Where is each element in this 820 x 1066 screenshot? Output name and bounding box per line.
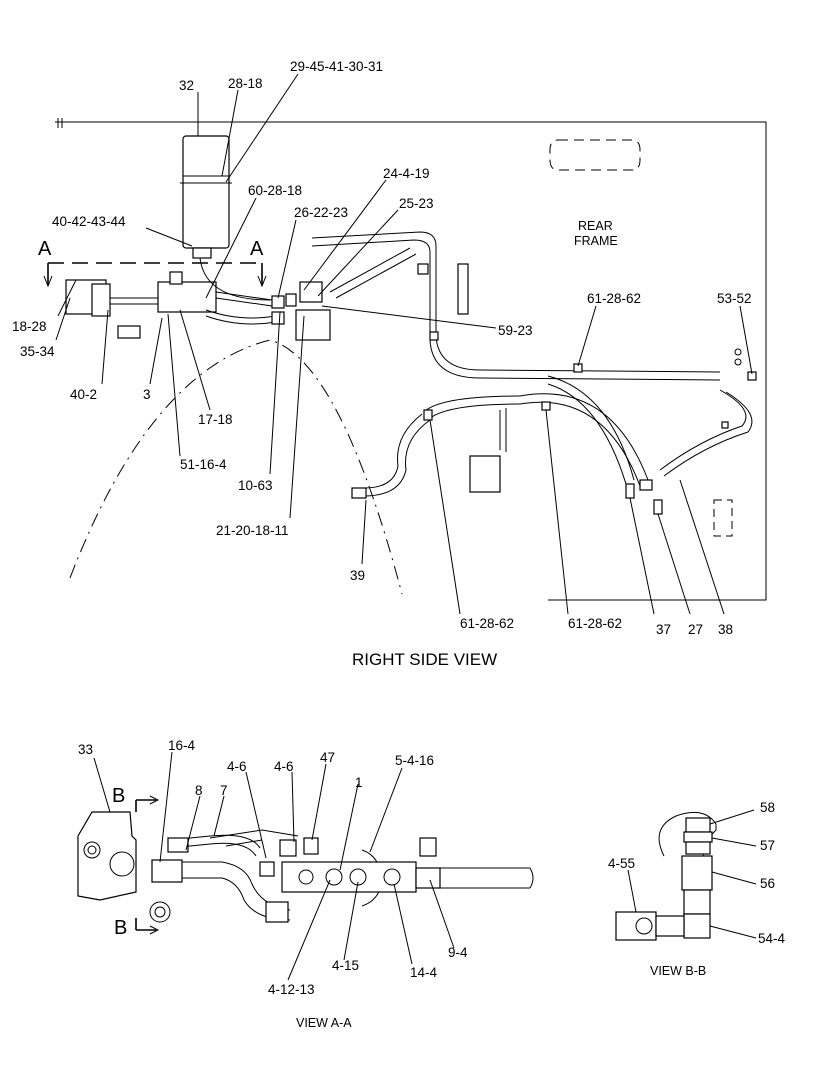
callout-3: 3 [143,387,151,402]
callout-4-12-13: 4-12-13 [268,982,315,997]
rear-frame-label-1: REAR [578,219,613,233]
callout-16-4: 16-4 [168,738,196,753]
callout-54-4: 54-4 [758,931,786,946]
callout-18-28: 18-28 [12,319,47,334]
callout-37: 37 [656,622,671,637]
view-aa-title: VIEW A-A [296,1016,352,1030]
callout-40-42-43-44: 40-42-43-44 [52,214,126,229]
callout-51-16-4: 51-16-4 [180,457,227,472]
callout-32: 32 [179,78,194,93]
callout-7: 7 [220,783,228,798]
callout-61-28-62-right: 61-28-62 [568,616,622,631]
callout-4-6-right: 4-6 [274,759,294,774]
callout-27: 27 [688,622,703,637]
valve-body-left [91,283,111,317]
callout-47: 47 [320,750,335,765]
callout-26-22-23: 26-22-23 [294,205,348,220]
callout-5-4-16: 5-4-16 [395,753,434,768]
callout-53-52: 53-52 [717,291,752,306]
callout-4-6-left: 4-6 [227,759,247,774]
wheel-arc [69,339,403,595]
callout-33: 33 [78,742,93,757]
manifold-block [157,281,217,313]
callout-21-20-18-11: 21-20-18-11 [216,523,289,538]
section-b-bottom: B [114,917,127,939]
callout-35-34: 35-34 [20,344,55,359]
view-aa: B B [77,738,534,1030]
callout-58: 58 [760,800,775,815]
callout-61-28-62-left: 61-28-62 [460,616,514,631]
callout-24-4-19: 24-4-19 [383,166,430,181]
fitting-56 [681,855,713,891]
callout-57: 57 [760,838,775,853]
fittings [271,263,757,515]
callout-9-4: 9-4 [448,945,468,960]
leader-lines-aa [93,751,455,981]
section-b-top: B [112,785,125,807]
rear-frame-outline [55,118,767,601]
view-bb-title: VIEW B-B [650,964,706,978]
callout-59-23: 59-23 [498,323,533,338]
right-side-view-title: RIGHT SIDE VIEW [352,650,497,669]
pump-body [77,811,137,901]
elbow-54-4 [683,913,711,939]
callout-8: 8 [195,783,203,798]
callout-10-63: 10-63 [238,478,273,493]
rear-frame-label-2: FRAME [574,234,618,248]
leader-lines [55,73,753,615]
callout-1: 1 [355,775,363,790]
right-side-view: REAR FRAME A A [12,59,767,669]
bracket-mid [469,455,501,493]
callout-29-45-41-30-31: 29-45-41-30-31 [290,59,383,74]
accumulator-cylinder [182,135,230,249]
callout-39: 39 [350,568,365,583]
callout-25-23: 25-23 [399,196,434,211]
frame-slot [549,139,641,171]
manifold-aa [281,861,417,893]
callout-60-28-18: 60-28-18 [248,183,302,198]
callout-4-15: 4-15 [332,958,359,973]
callout-61-28-62-top: 61-28-62 [587,291,641,306]
callout-14-4: 14-4 [410,965,438,980]
callout-17-18: 17-18 [198,412,233,427]
callout-4-55: 4-55 [608,856,635,871]
view-bb: 58 57 56 4-55 54-4 VIEW B-B [608,800,786,978]
hose-lines [110,231,753,497]
callout-38: 38 [718,622,733,637]
callout-56: 56 [760,876,775,891]
section-a-right: A [250,238,264,260]
callout-40-2: 40-2 [70,387,97,402]
valve-block-right [295,309,331,341]
callout-28-18: 28-18 [228,76,263,91]
section-a-left: A [38,238,52,260]
